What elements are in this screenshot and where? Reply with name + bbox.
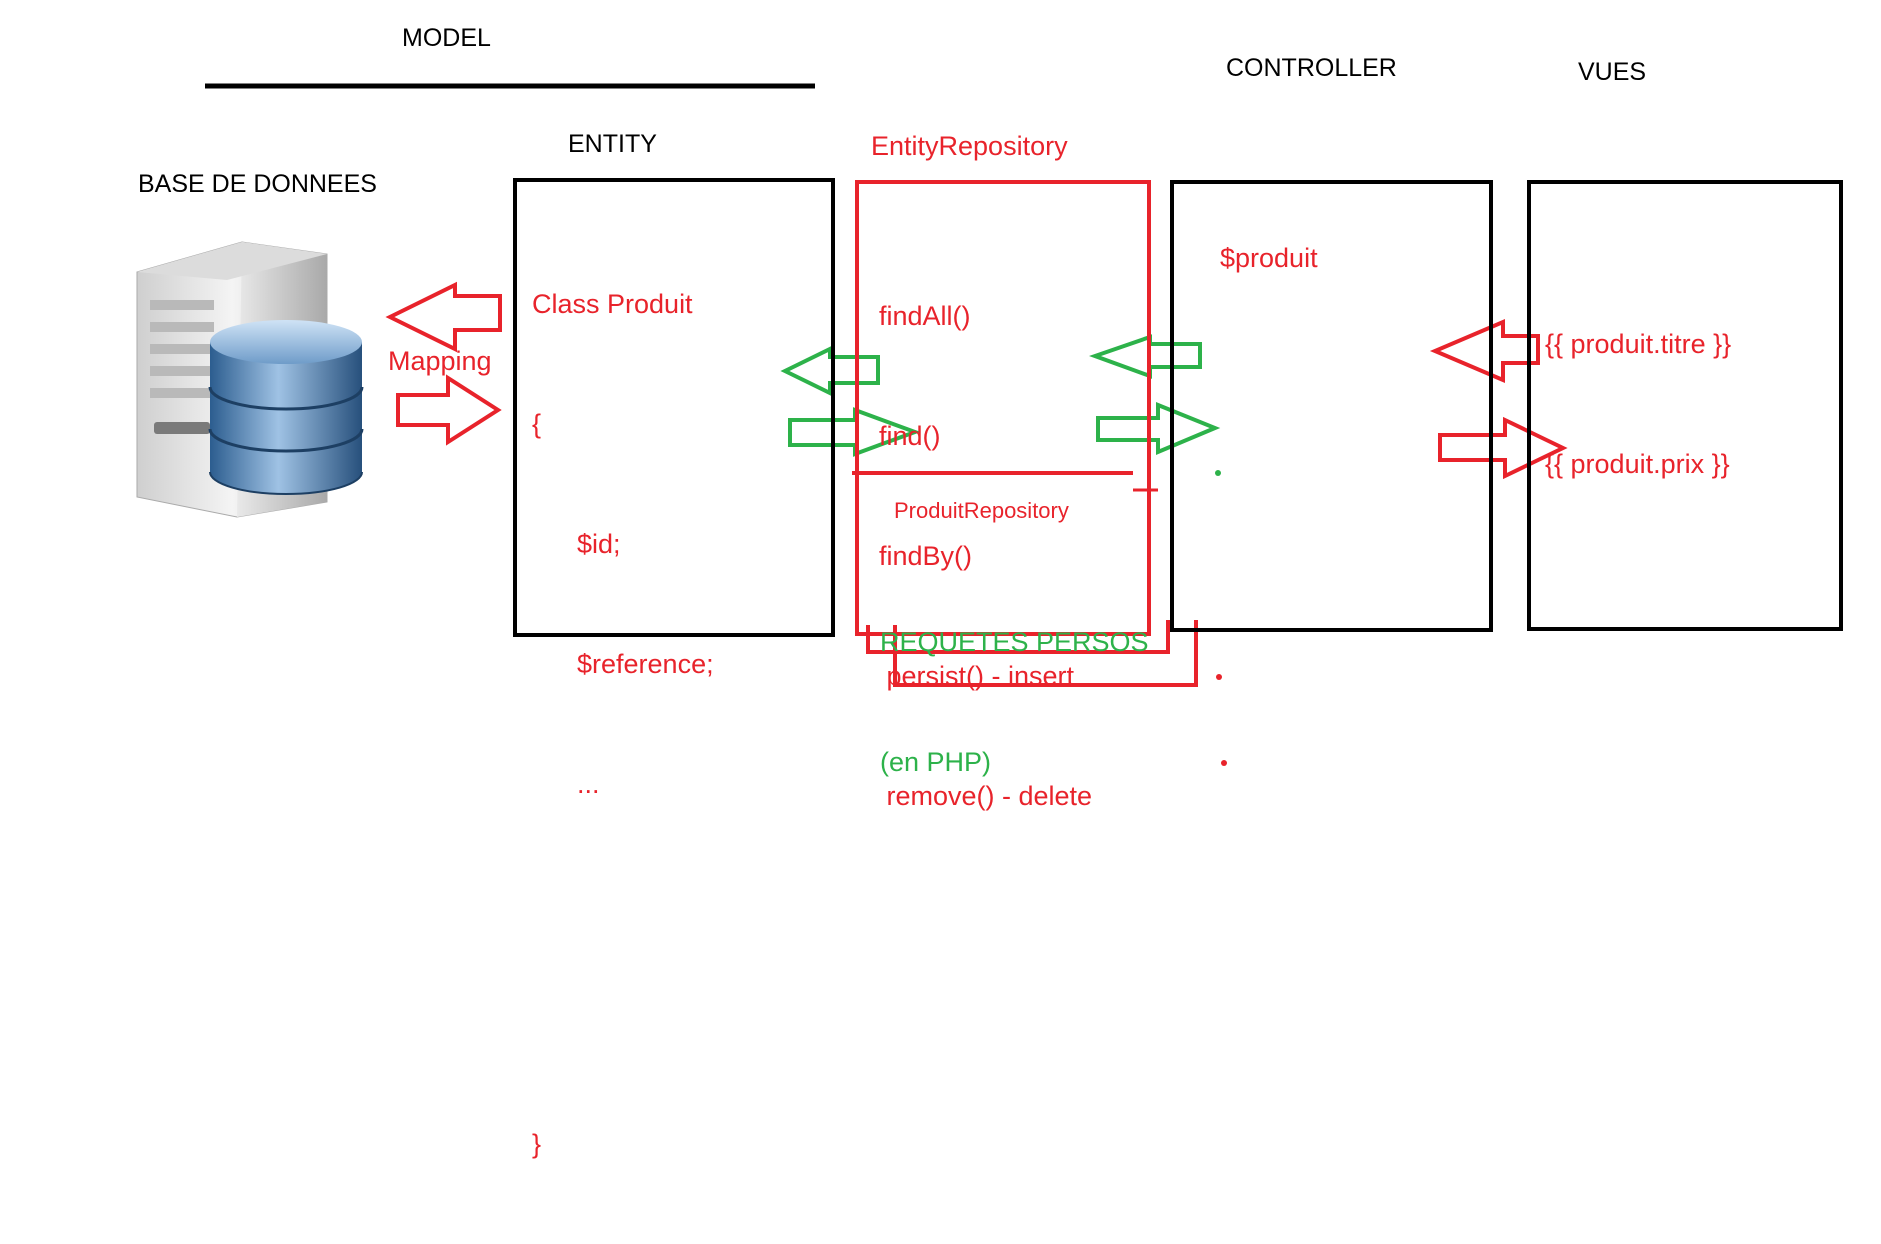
entity-line bbox=[532, 1004, 714, 1044]
entity-box bbox=[513, 178, 835, 637]
controller-box bbox=[1170, 180, 1493, 632]
model-header: MODEL bbox=[402, 24, 491, 52]
entity-header: ENTITY bbox=[568, 130, 657, 158]
method-find-by: findBy() bbox=[879, 541, 973, 571]
vues-box bbox=[1527, 180, 1843, 631]
vues-header: VUES bbox=[1578, 58, 1647, 86]
bottom-connector-inner bbox=[866, 620, 1170, 654]
entity-line bbox=[532, 884, 714, 924]
red-dot-2 bbox=[1221, 760, 1227, 766]
database-server-icon bbox=[136, 241, 364, 518]
method-persist: persist() - insert bbox=[879, 661, 1075, 691]
custom-queries: REQUETES PERSOS (en PHP) bbox=[880, 542, 1149, 862]
database-header: BASE DE DONNEES bbox=[138, 170, 377, 198]
green-dot bbox=[1215, 470, 1221, 476]
entity-line: Class Produit bbox=[532, 289, 693, 319]
repository-methods: findAll() find() findBy() persist() - in… bbox=[879, 216, 1092, 896]
mapping-label: Mapping bbox=[388, 346, 492, 376]
controller-header: CONTROLLER bbox=[1226, 54, 1397, 82]
arrow-repository-to-entity bbox=[780, 345, 880, 397]
arrow-controller-to-vues bbox=[1438, 416, 1568, 480]
arrow-db-to-entity bbox=[396, 374, 502, 446]
custom-queries-line: REQUETES PERSOS bbox=[880, 627, 1149, 657]
entity-line: ... bbox=[532, 769, 600, 799]
entity-line: } bbox=[532, 1129, 542, 1159]
custom-queries-line: (en PHP) bbox=[880, 747, 992, 777]
entity-line: $id; bbox=[532, 529, 621, 559]
entity-line: { bbox=[532, 409, 542, 439]
mvc-diagram: MODEL CONTROLLER VUES ENTITY EntityRepos… bbox=[136, 24, 1843, 1159]
vues-template: {{ produit.titre }} {{ produit.prix }} bbox=[1545, 244, 1731, 564]
entity-code: Class Produit { $id; $reference; ... } bbox=[532, 204, 714, 1244]
vues-line-titre: {{ produit.titre }} bbox=[1545, 329, 1732, 359]
arrow-repository-to-controller bbox=[1096, 402, 1221, 456]
arrow-entity-to-db bbox=[385, 281, 502, 353]
method-find: find() bbox=[879, 421, 941, 451]
red-dot-1 bbox=[1216, 674, 1222, 680]
entity-line: $reference; bbox=[532, 649, 714, 679]
entity-repository-box bbox=[855, 180, 1151, 636]
bottom-connector-outer bbox=[893, 620, 1198, 687]
arrow-vues-to-controller bbox=[1429, 318, 1540, 384]
method-find-all: findAll() bbox=[879, 301, 971, 331]
entity-repository-header: EntityRepository bbox=[871, 131, 1068, 161]
produit-repository-title: ProduitRepository bbox=[894, 498, 1069, 523]
vues-line-prix: {{ produit.prix }} bbox=[1545, 449, 1730, 479]
controller-variable: $produit bbox=[1220, 243, 1318, 273]
method-remove: remove() - delete bbox=[879, 781, 1093, 811]
